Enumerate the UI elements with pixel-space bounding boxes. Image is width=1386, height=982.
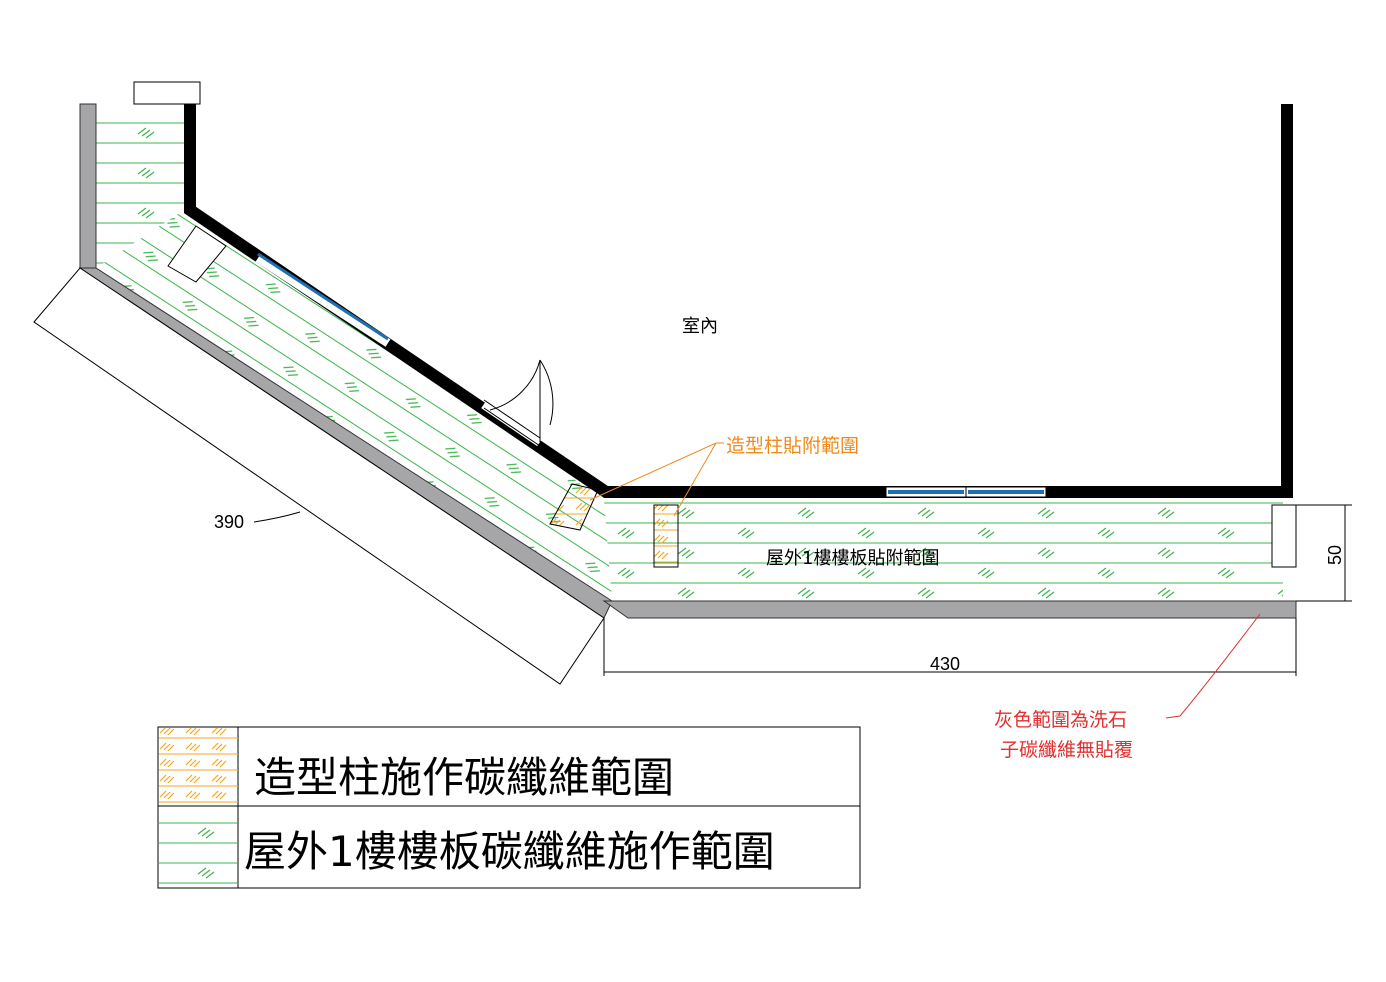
gray-note-line2: 子碳纖維無貼覆 <box>1000 739 1133 761</box>
slab-left-vertical <box>96 104 184 268</box>
gray-band-bottom <box>602 600 1297 619</box>
right-notch <box>1271 504 1297 568</box>
legend-swatch-green <box>159 807 238 887</box>
slab-bottom-strip <box>604 500 1283 601</box>
legend-label-green: 屋外1樓樓板碳纖維施作範圍 <box>244 827 775 876</box>
bottom-dimension <box>603 618 1297 676</box>
diagonal-windows <box>255 252 391 347</box>
bottom-dimension-value: 430 <box>930 654 960 674</box>
legend-swatch-orange <box>159 728 238 806</box>
wall-left <box>184 104 1293 498</box>
gray-note-leader <box>1165 613 1261 719</box>
legend-label-orange: 造型柱施作碳纖維範圍 <box>254 753 674 802</box>
small-pier <box>167 225 227 283</box>
gray-note-line1: 灰色範圍為洗石 <box>994 709 1127 731</box>
slab-diagonal <box>96 210 612 601</box>
column-callout-leader-2 <box>673 442 717 517</box>
gray-band-left <box>79 103 97 269</box>
diagonal-dimension-leader <box>253 511 301 523</box>
right-dimension-value: 50 <box>1325 545 1345 565</box>
right-dimension <box>1296 504 1352 602</box>
column-region-2 <box>653 504 679 568</box>
indoor-label: 室內 <box>682 316 718 337</box>
bottom-windows <box>885 486 1047 498</box>
legend: 造型柱施作碳纖維範圍 屋外1樓樓板碳纖維施作範圍 <box>157 726 861 889</box>
door <box>481 359 554 447</box>
column-region-1 <box>549 483 599 531</box>
floor-slab-label: 屋外1樓樓板貼附範圍 <box>766 548 939 569</box>
top-box <box>133 81 201 105</box>
diagonal-dimension-value: 390 <box>214 512 244 532</box>
column-callout-label: 造型柱貼附範圍 <box>726 435 859 457</box>
